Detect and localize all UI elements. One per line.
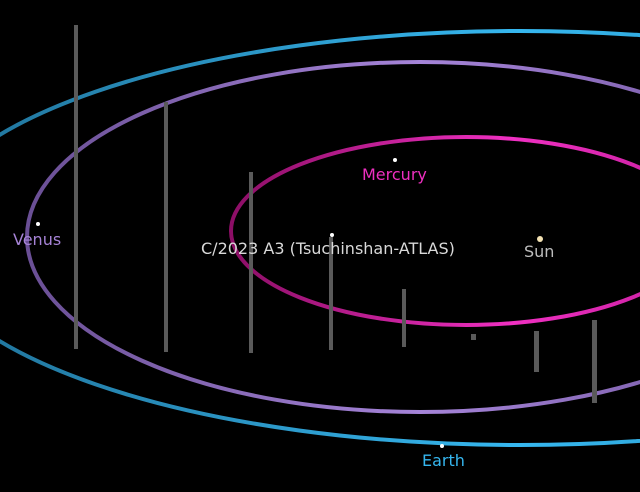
comet-drop-lines <box>74 25 597 403</box>
mercury-marker <box>393 158 397 162</box>
earth-orbit <box>0 29 640 447</box>
venus-label: Venus <box>13 230 62 249</box>
venus-marker <box>36 222 40 226</box>
mercury-label: Mercury <box>362 165 427 184</box>
drop-line <box>329 237 333 350</box>
drop-line <box>249 172 253 353</box>
drop-line <box>402 289 406 347</box>
venus-orbit <box>25 60 640 414</box>
drop-line <box>592 320 597 403</box>
drop-line <box>534 331 539 372</box>
sun-label: Sun <box>524 242 555 261</box>
earth-label: Earth <box>422 451 465 470</box>
drop-line <box>74 25 78 349</box>
comet-label: C/2023 A3 (Tsuchinshan-ATLAS) <box>201 239 455 258</box>
earth-marker <box>440 444 444 448</box>
sun-marker <box>537 236 543 242</box>
comet-marker <box>330 233 334 237</box>
drop-line <box>164 102 168 352</box>
mercury-orbit <box>229 135 640 327</box>
drop-line <box>471 334 476 340</box>
